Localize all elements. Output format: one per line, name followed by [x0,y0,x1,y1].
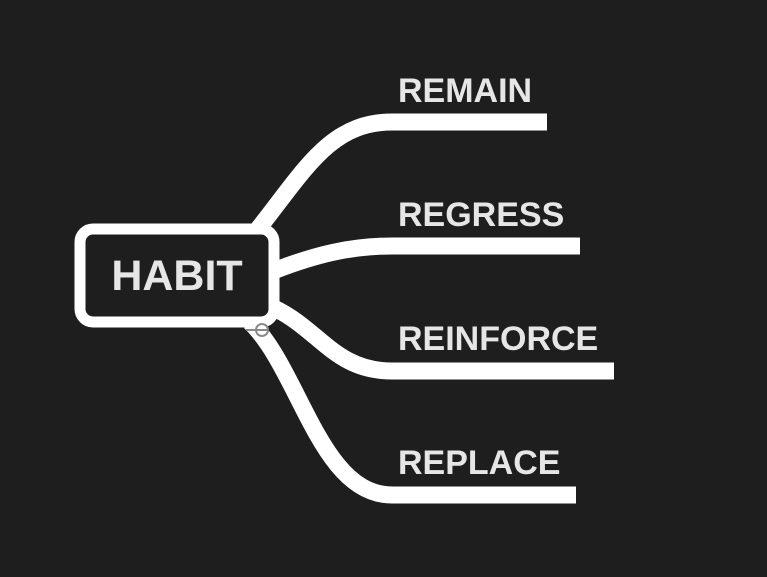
connector-remain [251,113,547,235]
root-node[interactable] [74,223,280,328]
root-label: HABIT [111,252,242,300]
connector-reinforce [270,300,614,380]
connector-replace [243,315,576,504]
branch-label-reinforce[interactable]: REINFORCE [398,320,598,358]
branch-label-replace[interactable]: REPLACE [398,444,560,482]
branch-label-regress[interactable]: REGRESS [398,196,564,234]
collapse-handle-icon[interactable] [246,323,269,337]
connector-regress [272,237,580,278]
branch-label-remain[interactable]: REMAIN [398,72,532,110]
